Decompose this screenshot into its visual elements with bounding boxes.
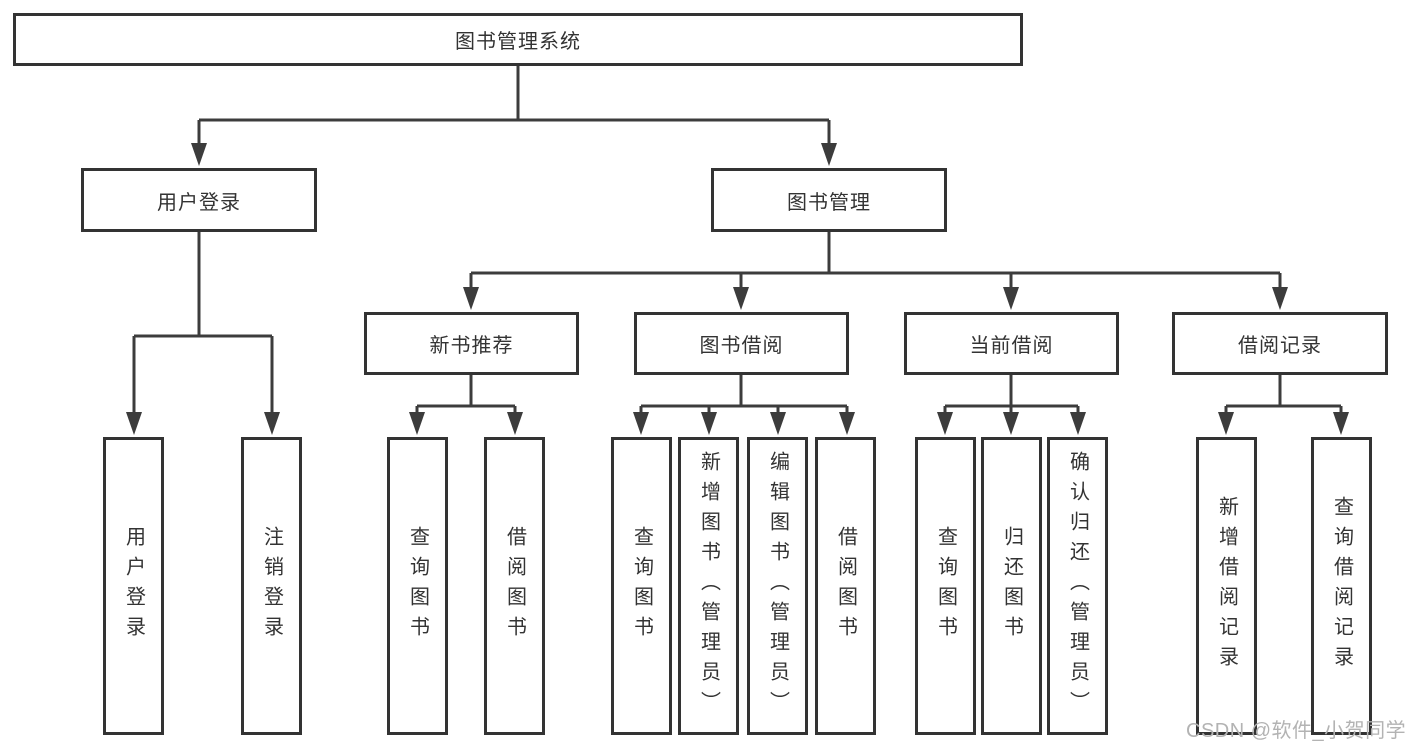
arrow-down-icon [1003,412,1019,435]
leaf-label: 确认归还（管理员） [1066,451,1089,721]
arrow-down-icon [1003,287,1019,310]
arrow-down-icon [191,143,207,166]
leaf-query-books-recommend: 查询图书 [387,437,448,735]
leaf-label: 新增借阅记录 [1215,496,1238,676]
arrow-down-icon [701,412,717,435]
leaf-label: 编辑图书（管理员） [766,451,789,721]
node-new-book-recommendation: 新书推荐 [364,312,579,375]
leaf-label: 借阅图书 [834,526,857,646]
node-library-system: 图书管理系统 [13,13,1023,66]
leaf-confirm-return-admin: 确认归还（管理员） [1047,437,1108,735]
leaf-label: 查询图书 [406,526,429,646]
node-borrowing-records: 借阅记录 [1172,312,1388,375]
arrow-down-icon [463,287,479,310]
leaf-return-book: 归还图书 [981,437,1042,735]
leaf-add-borrow-record: 新增借阅记录 [1196,437,1257,735]
csdn-watermark: CSDN @软件_小贺同学 [1186,720,1405,742]
arrow-down-icon [126,412,142,435]
arrow-down-icon [264,412,280,435]
leaf-user-login: 用户登录 [103,437,164,735]
leaf-query-books-borrow: 查询图书 [611,437,672,735]
leaf-label: 新增图书（管理员） [697,451,720,721]
leaf-query-books-current: 查询图书 [915,437,976,735]
arrow-down-icon [937,412,953,435]
leaf-borrow-books: 借阅图书 [815,437,876,735]
node-current-borrowing: 当前借阅 [904,312,1119,375]
node-book-borrowing: 图书借阅 [634,312,849,375]
leaf-edit-book-admin: 编辑图书（管理员） [747,437,808,735]
arrowhead-icons [126,143,1349,435]
leaf-label: 借阅图书 [503,526,526,646]
leaf-label: 查询图书 [630,526,653,646]
leaf-label: 查询图书 [934,526,957,646]
leaf-label: 注销登录 [260,526,283,646]
leaf-query-borrow-record: 查询借阅记录 [1311,437,1372,735]
arrow-down-icon [839,412,855,435]
arrow-down-icon [409,412,425,435]
arrow-down-icon [1218,412,1234,435]
leaf-label: 用户登录 [122,526,145,646]
arrow-down-icon [1070,412,1086,435]
arrow-down-icon [1272,287,1288,310]
arrow-down-icon [507,412,523,435]
leaf-label: 查询借阅记录 [1330,496,1353,676]
leaf-label: 归还图书 [1000,526,1023,646]
node-user-login: 用户登录 [81,168,317,232]
leaf-add-book-admin: 新增图书（管理员） [678,437,739,735]
arrow-down-icon [770,412,786,435]
leaf-borrow-books-recommend: 借阅图书 [484,437,545,735]
arrow-down-icon [821,143,837,166]
arrow-down-icon [633,412,649,435]
leaf-logout: 注销登录 [241,437,302,735]
arrow-down-icon [1333,412,1349,435]
arrow-down-icon [733,287,749,310]
node-book-management: 图书管理 [711,168,947,232]
